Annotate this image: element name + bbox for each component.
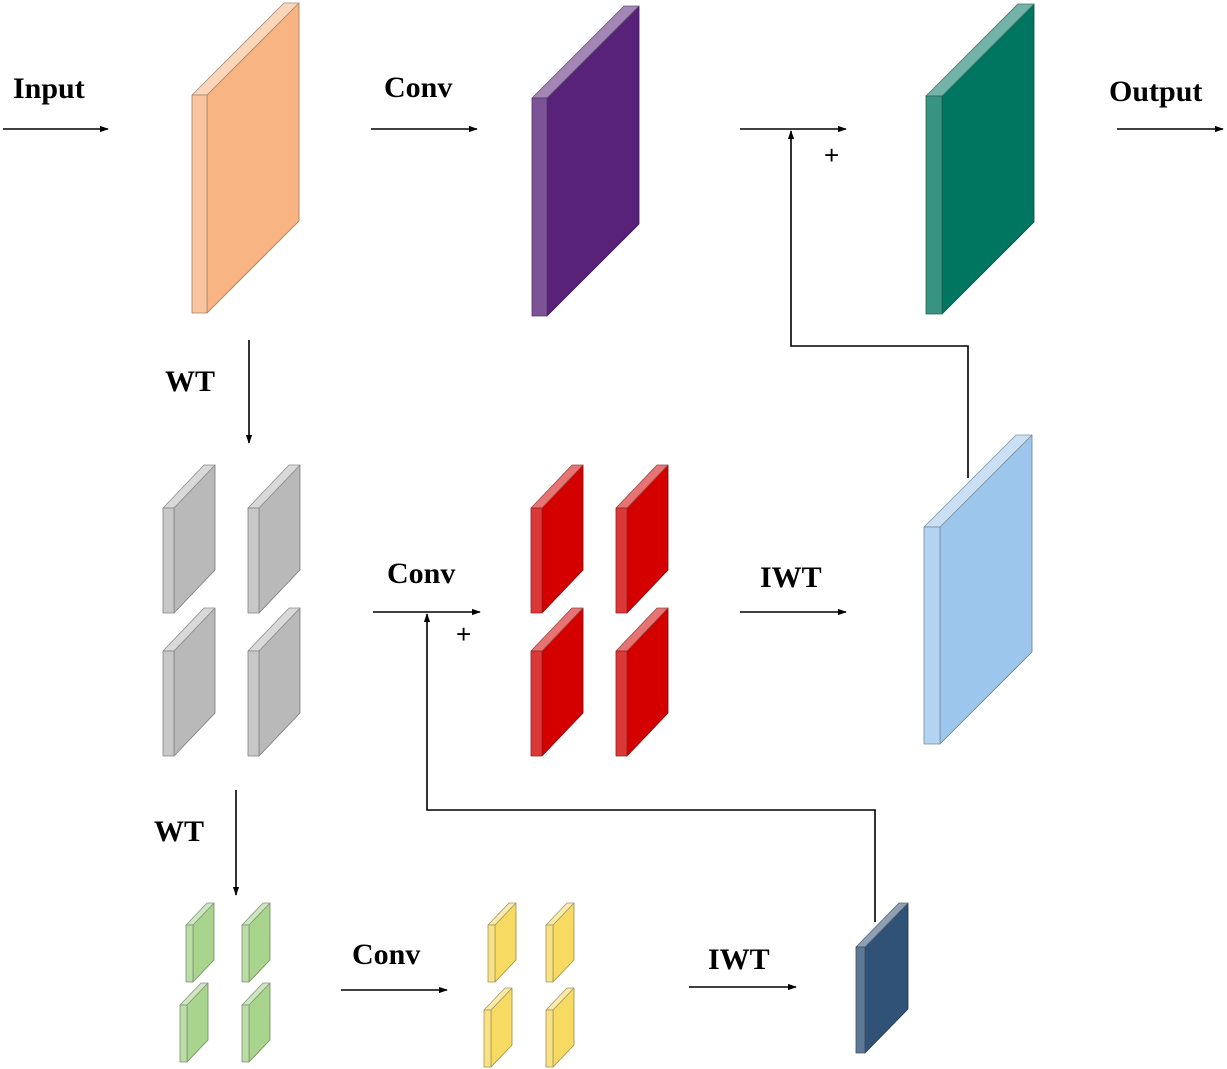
conv1-block-2-front-face — [615, 507, 628, 614]
iwt-mid-label: IWT — [760, 561, 822, 594]
labels: Input Conv Output WT Conv IWT WT Conv IW… — [13, 71, 1202, 976]
wt2-block-2 — [241, 902, 271, 983]
conv1-block-1 — [530, 464, 584, 614]
input-label: Input — [13, 72, 85, 105]
wt1-block-2 — [247, 464, 301, 614]
wt2-label: WT — [154, 815, 204, 848]
conv1-block-1-side-face — [541, 464, 584, 614]
iwt1-block — [923, 434, 1033, 745]
wt2-block-1-front-face — [185, 924, 194, 983]
skip-mid-connector — [423, 613, 876, 922]
conv1-block-2-side-face — [626, 464, 669, 614]
wt1-block-1-front-face — [162, 507, 175, 614]
iwt-bot-label: IWT — [708, 943, 770, 976]
sum-output-block-front-face — [925, 95, 943, 315]
conv1-block-4-side-face — [626, 607, 669, 757]
conv1-block-3-front-face — [530, 650, 543, 757]
conv-output-block-front-face — [531, 97, 548, 317]
wt1-block-4-front-face — [247, 650, 260, 757]
conv2-block-3 — [483, 987, 513, 1068]
conv2-block-2 — [545, 902, 575, 983]
connectors — [3, 125, 1224, 994]
conv2-block-1 — [487, 902, 517, 983]
wt1-block-1 — [162, 464, 216, 614]
skip-top-connector — [787, 130, 969, 478]
input-block-front-face — [191, 94, 208, 314]
wt1-block-3-front-face — [162, 650, 175, 757]
wt1-block-2-front-face — [247, 507, 260, 614]
input-block — [191, 2, 300, 314]
conv1-block-2 — [615, 464, 669, 614]
conv2-block-3-front-face — [483, 1009, 492, 1068]
conv1-block-4-front-face — [615, 650, 628, 757]
iwt2-block — [855, 902, 909, 1054]
conv2-block-1-front-face — [487, 924, 496, 983]
conv-mid-label: Conv — [387, 557, 455, 590]
iwt1-block-front-face — [923, 526, 941, 745]
conv-output-block — [531, 5, 640, 317]
wt2-block-1 — [185, 902, 215, 983]
conv1-block-3 — [530, 607, 584, 757]
wt2-block-2-front-face — [241, 924, 250, 983]
wt1-block-1-side-face — [173, 464, 216, 614]
conv2-block-4 — [545, 987, 575, 1068]
conv1-block-1-front-face — [530, 507, 543, 614]
wt2-block-4 — [241, 982, 271, 1063]
output-label: Output — [1109, 75, 1202, 108]
wt1-block-4 — [247, 607, 301, 757]
conv2-block-2-front-face — [545, 924, 554, 983]
wt2-block-3-front-face — [179, 1004, 188, 1063]
wt2-block-3 — [179, 982, 209, 1063]
sum-output-block — [925, 3, 1035, 315]
wt1-block-2-side-face — [258, 464, 301, 614]
conv2-block-4-front-face — [545, 1009, 554, 1068]
plus-top-sign: + — [824, 140, 839, 170]
conv1-block-3-side-face — [541, 607, 584, 757]
conv-top-label: Conv — [384, 71, 452, 104]
wt1-block-3 — [162, 607, 216, 757]
wt2-block-4-front-face — [241, 1004, 250, 1063]
feature-blocks — [162, 2, 1035, 1068]
conv-bot-label: Conv — [352, 938, 420, 971]
wt1-block-3-side-face — [173, 607, 216, 757]
wt1-block-4-side-face — [258, 607, 301, 757]
iwt2-block-front-face — [855, 946, 866, 1054]
conv1-block-4 — [615, 607, 669, 757]
wt1-label: WT — [165, 365, 215, 398]
plus-mid-sign: + — [456, 619, 471, 649]
